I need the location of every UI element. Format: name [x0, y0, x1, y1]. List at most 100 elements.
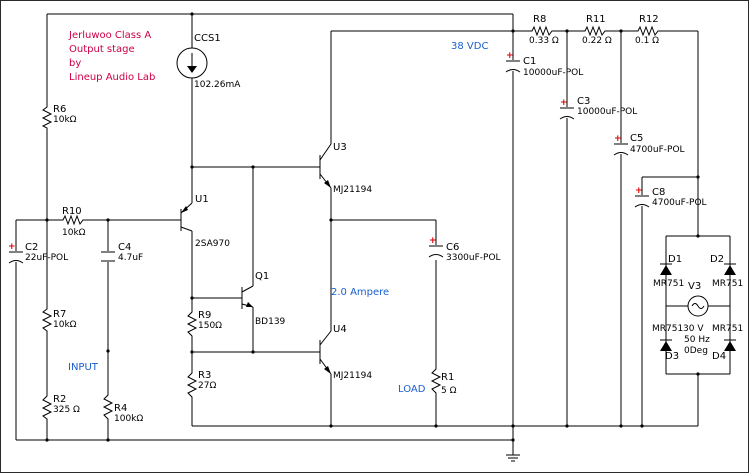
c4-value: 4.7uF — [118, 253, 143, 263]
c3-ref: C3 — [577, 96, 590, 107]
resistor-r10: R10 10kΩ — [60, 206, 87, 238]
r2-ref: R2 — [53, 394, 66, 405]
u3-value: MJ21194 — [333, 185, 372, 195]
r3-value: 27Ω — [198, 381, 216, 391]
resistor-r6: R6 10kΩ — [41, 104, 77, 131]
d4-value: MR751 — [712, 324, 743, 334]
v3-ref: V3 — [688, 281, 701, 292]
capacitor-c6: + C6 3300uF-POL — [428, 236, 501, 263]
resistor-r2: R2 325 Ω — [41, 393, 80, 423]
u4-value: MJ21194 — [333, 371, 372, 381]
diode-d3: MR751 D3 — [652, 324, 683, 362]
c8-plus: + — [635, 186, 643, 196]
diode-d1: D1 MR751 — [653, 254, 684, 289]
u3-ref: U3 — [333, 142, 347, 153]
q1-value: BD139 — [255, 317, 286, 327]
junctions — [45, 12, 700, 442]
u4-ref: U4 — [333, 324, 347, 335]
r3-ref: R3 — [198, 370, 211, 381]
c1-plus: + — [506, 51, 514, 61]
c5-ref: C5 — [630, 133, 643, 144]
r7-value: 10kΩ — [53, 320, 77, 330]
r11-value: 0.22 Ω — [582, 36, 612, 46]
d4-ref: D4 — [712, 351, 726, 362]
r6-value: 10kΩ — [53, 115, 77, 125]
u1-value: 2SA970 — [195, 239, 230, 249]
capacitor-c3: + C3 10000uF-POL — [559, 96, 637, 120]
capacitor-c2: + C2 22uF-POL — [8, 242, 68, 264]
d1-ref: D1 — [668, 254, 682, 265]
d1-value: MR751 — [653, 279, 684, 289]
diode-d2: D2 MR751 — [710, 254, 743, 289]
supply-voltage-note: 38 VDC — [451, 41, 488, 52]
title-block: Jerluwoo Class A Output stage by Lineup … — [68, 30, 155, 83]
resistor-r12: R12 0.1 Ω — [635, 14, 662, 46]
r8-ref: R8 — [533, 14, 546, 25]
title-line-2: Output stage — [69, 44, 135, 55]
v3-phase: 0Deg — [684, 346, 708, 356]
resistor-r1: R1 5 Ω — [430, 366, 457, 397]
c6-plus: + — [429, 236, 437, 246]
title-line-1: Jerluwoo Class A — [68, 30, 151, 41]
capacitor-c8: + C8 4700uF-POL — [634, 186, 707, 208]
c3-plus: + — [560, 98, 568, 108]
r12-ref: R12 — [639, 14, 659, 25]
ccs1-ref: CCS1 — [194, 33, 221, 44]
d2-ref: D2 — [710, 254, 724, 265]
c6-value: 3300uF-POL — [446, 253, 501, 263]
c2-value: 22uF-POL — [25, 253, 68, 263]
capacitor-c5: + C5 4700uF-POL — [613, 133, 685, 156]
q1-ref: Q1 — [255, 271, 269, 282]
resistor-r3: R3 27Ω — [186, 370, 216, 400]
r6-ref: R6 — [53, 104, 66, 115]
resistor-r8: R8 0.33 Ω — [529, 14, 559, 46]
title-line-4: Lineup Audio Lab — [69, 72, 155, 83]
resistor-r4: R4 100kΩ — [102, 392, 143, 424]
r9-ref: R9 — [198, 310, 211, 321]
ccs1-value: 102.26mA — [194, 80, 241, 90]
r12-value: 0.1 Ω — [635, 36, 659, 46]
c8-ref: C8 — [652, 187, 665, 198]
r9-value: 150Ω — [198, 321, 222, 331]
v3-voltage: 30 V — [683, 324, 704, 334]
transistor-u1: U1 2SA970 — [176, 194, 230, 249]
wires — [15, 13, 731, 455]
transistor-u4: U4 MJ21194 — [315, 324, 372, 381]
resistor-r9: R9 150Ω — [186, 309, 222, 339]
capacitor-c4: C4 4.7uF — [101, 242, 143, 263]
c5-plus: + — [614, 134, 622, 144]
r4-value: 100kΩ — [114, 414, 143, 424]
resistor-r7: R7 10kΩ — [41, 306, 77, 334]
ground-symbol — [506, 454, 520, 462]
c8-value: 4700uF-POL — [652, 198, 707, 208]
c3-value: 10000uF-POL — [577, 107, 637, 117]
r11-ref: R11 — [586, 14, 606, 25]
c5-value: 4700uF-POL — [630, 145, 685, 155]
d3-ref: D3 — [665, 351, 679, 362]
u1-ref: U1 — [195, 194, 209, 205]
c2-plus: + — [8, 242, 16, 252]
v3-frequency: 50 Hz — [684, 335, 710, 345]
c4-ref: C4 — [118, 242, 131, 253]
r2-value: 325 Ω — [53, 405, 80, 415]
input-label: INPUT — [68, 362, 99, 373]
r10-value: 10kΩ — [62, 228, 86, 238]
resistor-r11: R11 0.22 Ω — [582, 14, 612, 46]
ac-source-v3: V3 30 V 50 Hz 0Deg — [683, 281, 710, 356]
bias-current-note: 2.0 Ampere — [331, 287, 389, 298]
d3-value: MR751 — [652, 324, 683, 334]
transistor-u3: U3 MJ21194 — [315, 142, 372, 195]
c6-ref: C6 — [446, 242, 459, 253]
diode-d4: MR751 D4 — [712, 324, 743, 362]
r4-ref: R4 — [114, 403, 127, 414]
r7-ref: R7 — [53, 309, 66, 320]
r1-value: 5 Ω — [441, 386, 457, 396]
title-line-3: by — [69, 58, 81, 69]
c1-value: 10000uF-POL — [523, 68, 583, 78]
c1-ref: C1 — [523, 56, 536, 67]
r1-ref: R1 — [441, 372, 454, 383]
r10-ref: R10 — [62, 206, 82, 217]
load-label: LOAD — [398, 384, 426, 395]
